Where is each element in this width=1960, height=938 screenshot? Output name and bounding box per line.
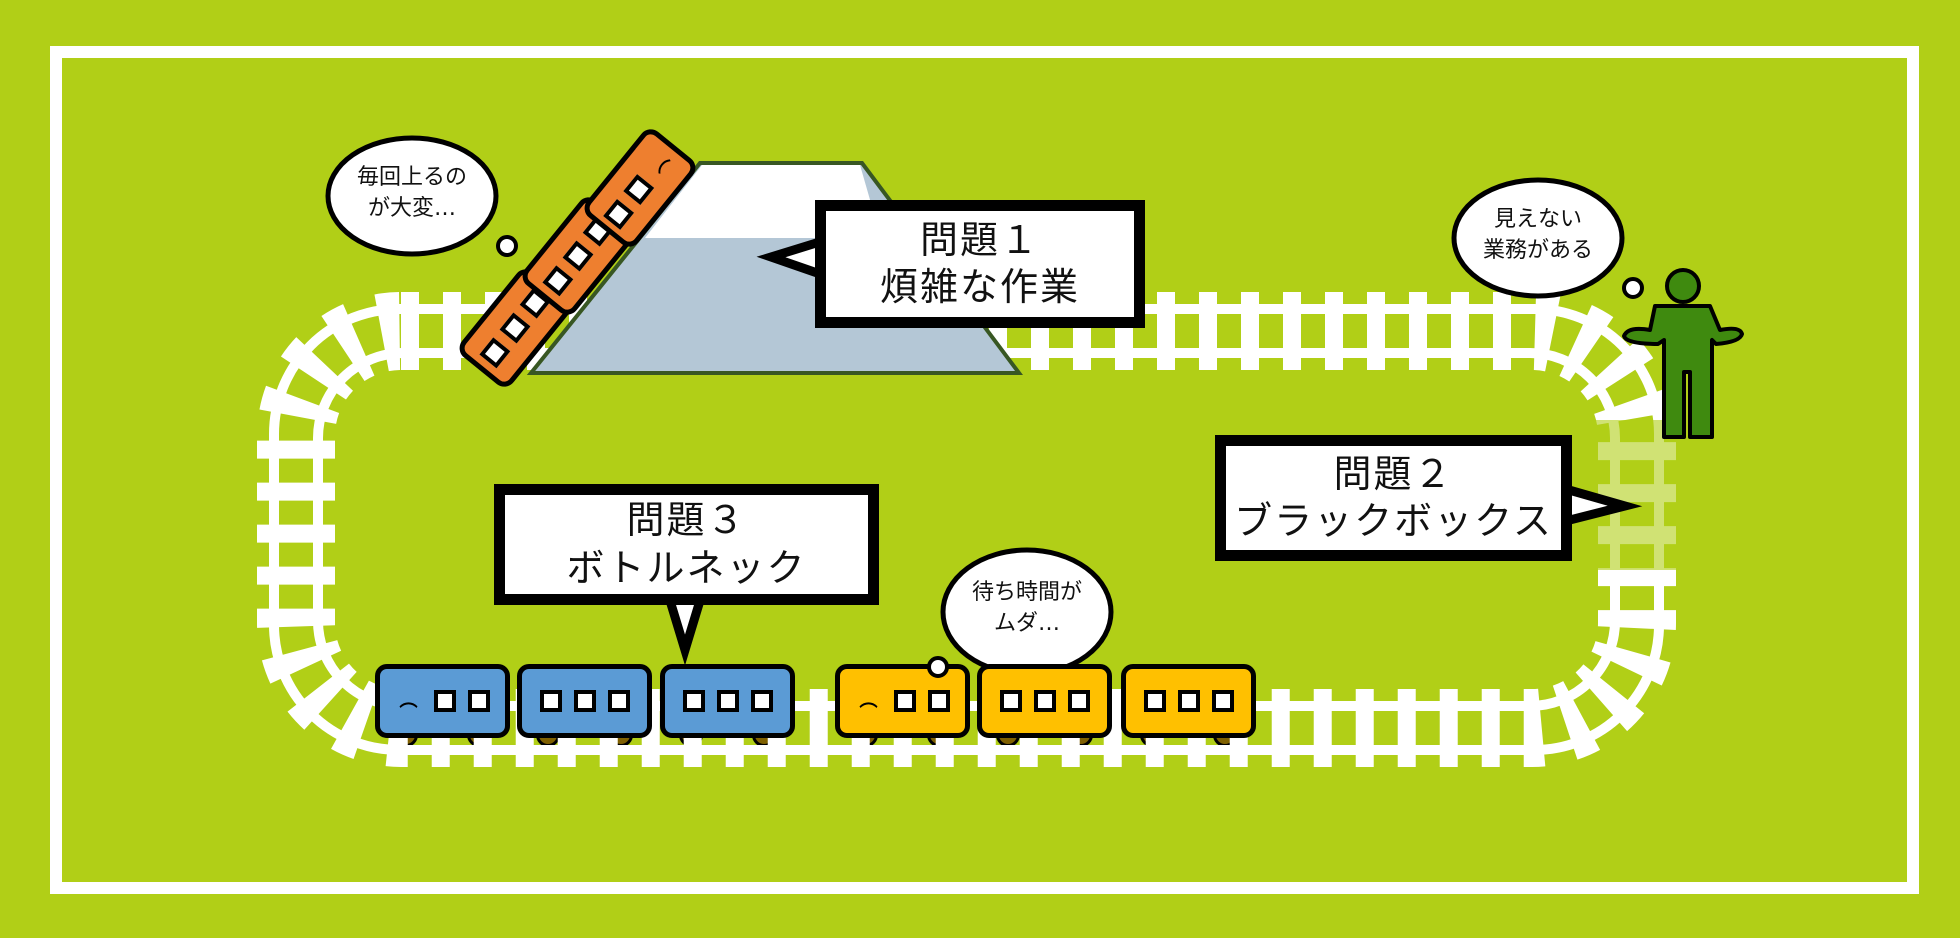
window-icon (893, 690, 916, 712)
window-icon (1033, 690, 1056, 712)
problem-2-callout: 問題２ ブラックボックス (1215, 435, 1572, 561)
sad-face-icon: ︵ (859, 690, 878, 711)
thought-line: が大変… (367, 195, 456, 221)
window-icon (682, 690, 705, 712)
yellow-train-car (977, 664, 1112, 747)
faded-track-section (1590, 420, 1690, 570)
thought-line: ムダ… (993, 610, 1060, 636)
window-icon (999, 690, 1022, 712)
blue-train-car (660, 664, 795, 747)
window-icon (716, 690, 739, 712)
problem-subtitle: 煩雑な作業 (879, 265, 1080, 309)
window-icon (1143, 690, 1166, 712)
window-icon (603, 198, 635, 230)
window-icon (927, 690, 950, 712)
problem-3-callout: 問題３ ボトルネック (494, 484, 879, 605)
window-icon (1211, 690, 1234, 712)
yellow-train-car (1121, 664, 1256, 747)
window-icon (542, 265, 574, 297)
thought-line: 毎回上るの (356, 165, 467, 190)
thought-line: 待ち時間が (971, 580, 1082, 605)
window-icon (623, 174, 655, 206)
window-icon (1067, 690, 1090, 712)
blue-train-car (517, 664, 652, 747)
window-icon (479, 337, 511, 369)
window-icon (607, 690, 630, 712)
sad-face-icon: ︵ (645, 149, 674, 177)
window-icon (750, 690, 773, 712)
thought-text-hidden: 見えない 業務がある (1464, 205, 1612, 267)
window-icon (433, 690, 456, 712)
white-frame (50, 46, 1919, 894)
sad-face-icon: ︵ (399, 690, 418, 711)
problem-subtitle: ブラックボックス (1234, 499, 1553, 543)
window-icon (467, 690, 490, 712)
window-icon (562, 240, 594, 272)
yellow-train-car-front: ︵ (835, 664, 970, 747)
thought-text-climb: 毎回上るの が大変… (338, 163, 486, 225)
problem-title: 問題２ (1333, 451, 1454, 496)
window-icon (539, 690, 562, 712)
window-icon (1177, 690, 1200, 712)
problem-title: 問題１ (919, 217, 1040, 262)
person-figure (1622, 268, 1744, 439)
problem-title: 問題３ (626, 498, 747, 542)
thought-line: 業務がある (1482, 237, 1593, 263)
problem-1-callout: 問題１ 煩雑な作業 (815, 200, 1145, 328)
blue-train-car-front: ︵ (375, 664, 510, 747)
thought-bubble-hidden (1451, 177, 1644, 299)
thought-bubble-climb (325, 135, 518, 257)
window-icon (573, 690, 596, 712)
problem-subtitle: ボトルネック (566, 545, 807, 590)
thought-line: 見えない (1493, 207, 1582, 232)
thought-text-wait: 待ち時間が ムダ… (953, 578, 1101, 640)
window-icon (499, 312, 531, 344)
